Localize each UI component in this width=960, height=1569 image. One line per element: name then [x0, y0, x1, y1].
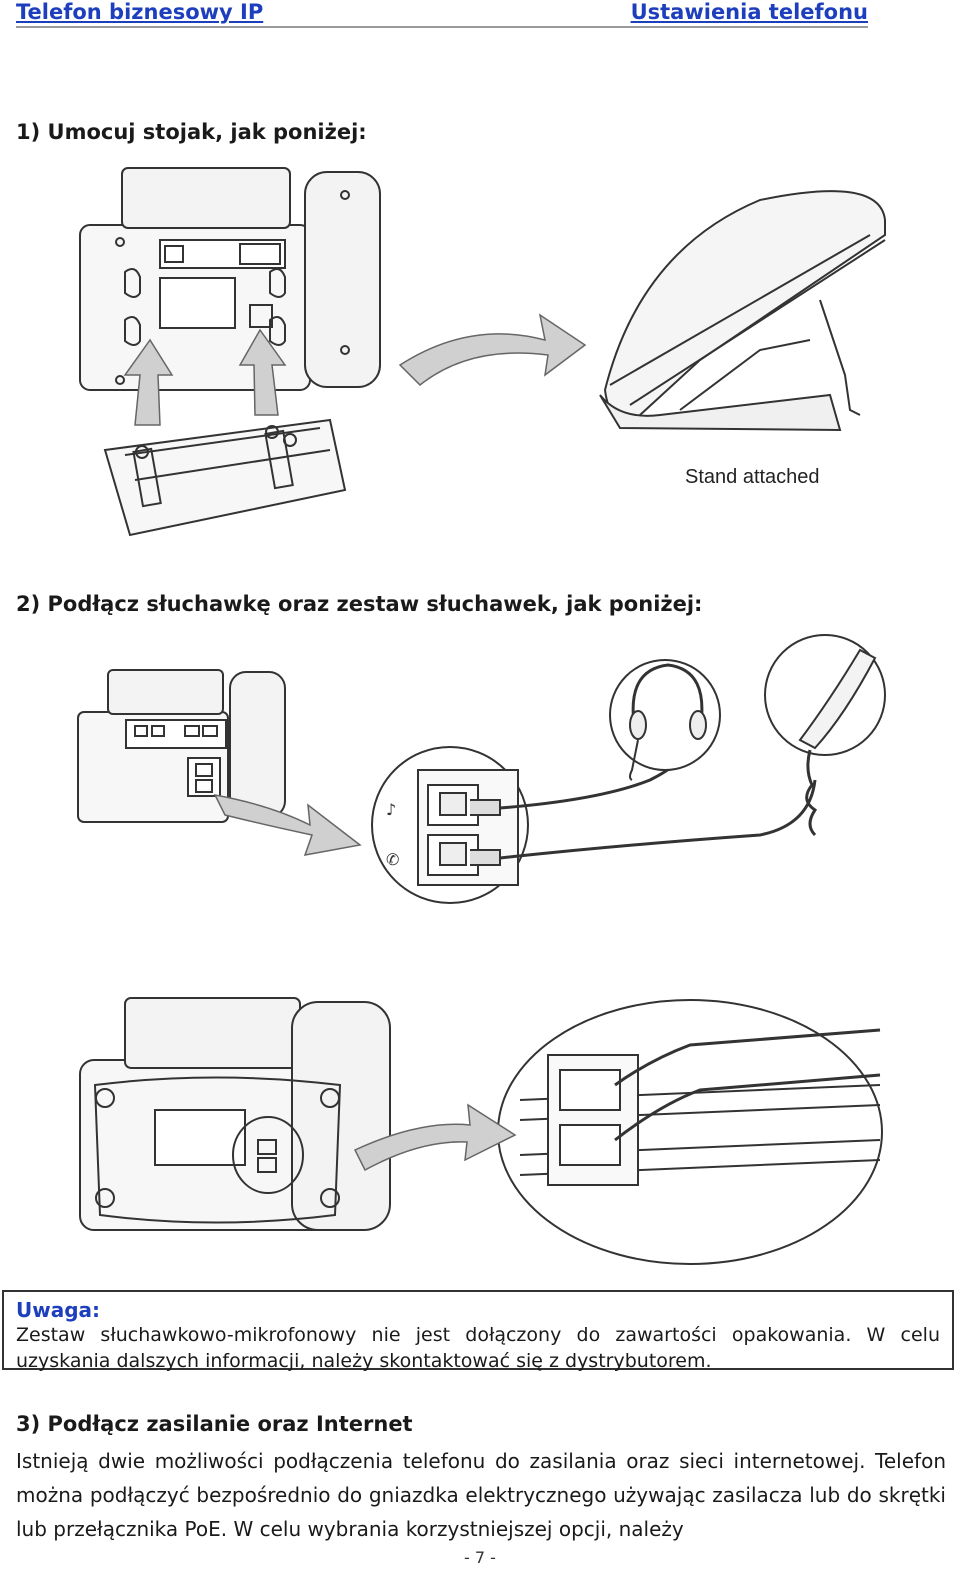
headset-port-icon: ♪: [386, 800, 396, 819]
section-3-paragraph: Istnieją dwie możliwości podłączenia tel…: [16, 1449, 946, 1541]
step-1-heading: 1) Umocuj stojak, jak poniżej:: [16, 120, 367, 144]
note-title: Uwaga:: [16, 1298, 101, 1322]
note-body: Zestaw słuchawkowo-mikrofonowy nie jest …: [16, 1324, 940, 1372]
stand-part: [103, 418, 347, 537]
arrow-to-zoom: [213, 793, 362, 856]
arrow-right: [398, 313, 587, 387]
arrow-up-left: [123, 338, 174, 426]
stand-caption: Stand attached: [685, 466, 820, 488]
step-2-heading: 2) Podłącz słuchawkę oraz zestaw słuchaw…: [16, 592, 703, 616]
stand-attach-figure: Stand attached: [0, 160, 960, 550]
phone-side-view: [603, 190, 886, 421]
header-title-right[interactable]: Ustawienia telefonu: [630, 0, 868, 24]
handset-connection-figure: ♪ ✆: [0, 630, 960, 970]
page-number: - 7 -: [464, 1548, 496, 1567]
note-box: Uwaga: Zestaw słuchawkowo-mikrofonowy ni…: [2, 1290, 954, 1372]
handset-port-icon: ✆: [386, 850, 399, 869]
page-header: Telefon biznesowy IP Ustawienia telefonu: [16, 0, 868, 28]
cable-routing-figure: [0, 990, 960, 1280]
step-3-heading: 3) Podłącz zasilanie oraz Internet: [16, 1412, 413, 1436]
arrow-up-right: [238, 328, 287, 416]
arrow-to-oval: [353, 1103, 517, 1172]
header-title-left[interactable]: Telefon biznesowy IP: [16, 0, 264, 24]
